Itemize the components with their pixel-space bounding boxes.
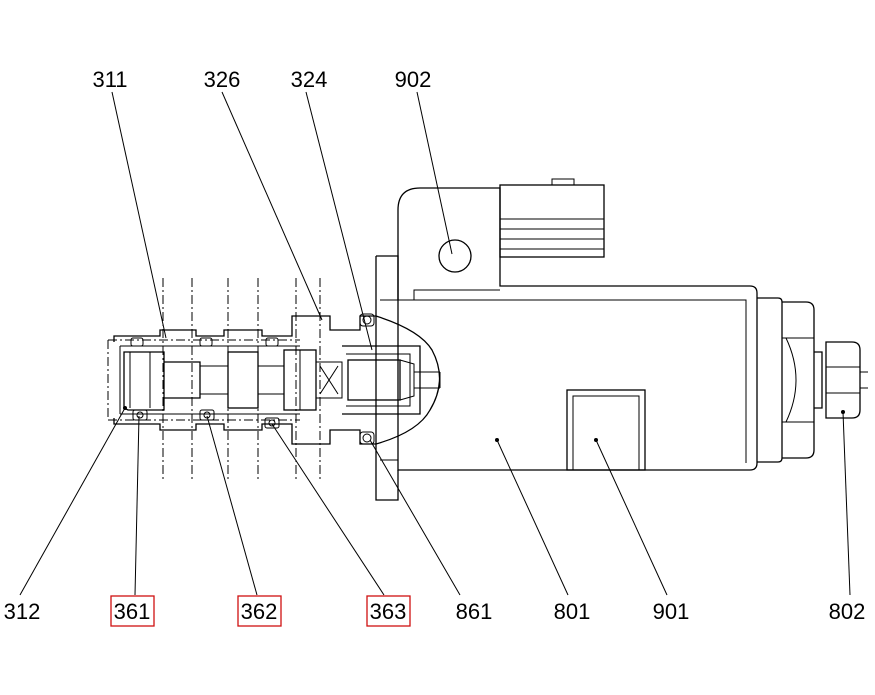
- label-312: 312: [4, 599, 41, 624]
- label-324: 324: [291, 67, 328, 92]
- label-802: 802: [829, 599, 866, 624]
- hex-nut: [757, 297, 868, 463]
- connector-screw-circle: [438, 239, 472, 273]
- label-362: 362: [241, 599, 278, 624]
- o-ring-363: [264, 417, 280, 429]
- label-801: 801: [554, 599, 591, 624]
- label-311: 311: [92, 67, 127, 92]
- o-ring-362: [199, 409, 215, 421]
- solenoid-body: [375, 187, 758, 501]
- cartridge-sleeve: [107, 278, 376, 480]
- plunger-tube: [342, 315, 441, 445]
- name-plate: [566, 389, 646, 471]
- o-ring-361: [132, 409, 148, 421]
- label-326: 326: [204, 67, 241, 92]
- label-363-box: [366, 595, 411, 627]
- label-361: 361: [114, 599, 151, 624]
- leader-lines: [19, 91, 851, 596]
- label-861: 861: [456, 599, 493, 624]
- spool: [123, 349, 343, 411]
- label-362-box: [237, 595, 282, 627]
- o-ring-861: [359, 313, 375, 445]
- label-902: 902: [395, 67, 432, 92]
- label-361-box: [110, 595, 155, 627]
- connector-housing: [438, 178, 605, 273]
- label-363: 363: [370, 599, 407, 624]
- label-901: 901: [653, 599, 690, 624]
